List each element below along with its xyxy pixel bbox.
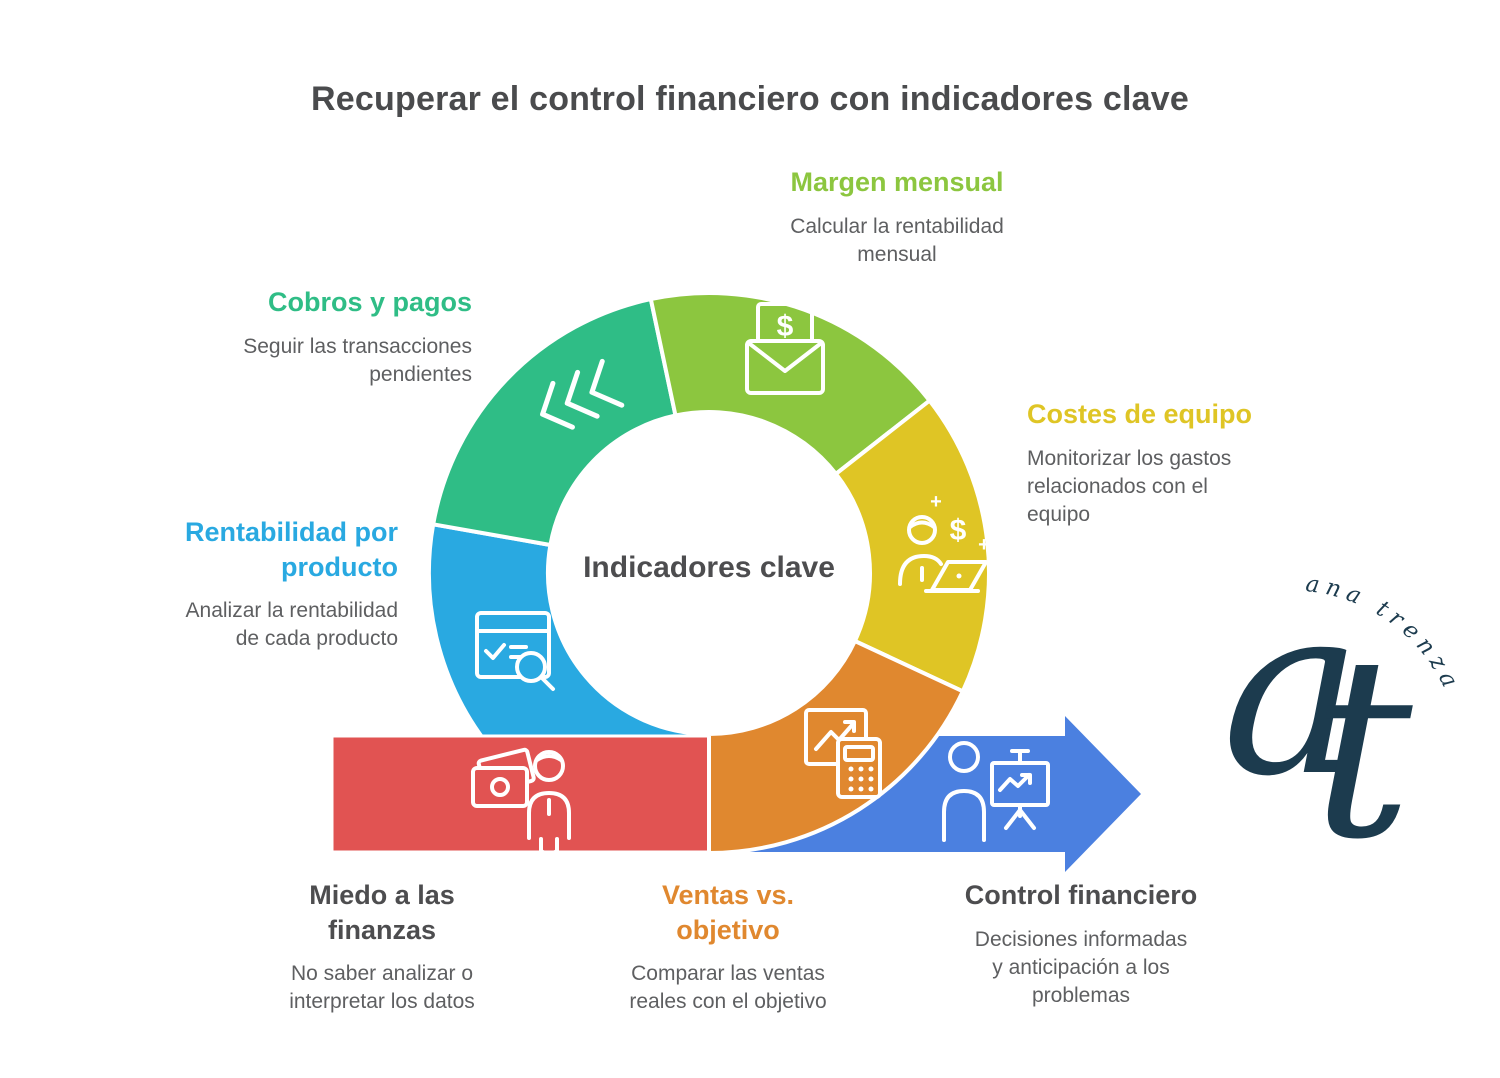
chart-calculator-icon <box>804 708 882 799</box>
callout-description: Seguir las transacciones pendientes <box>243 334 472 386</box>
callout-description: Decisiones informadas y anticipación a l… <box>974 927 1188 1008</box>
callout-rentabilidad-por-producto: Rentabilidad por producto Analizar la re… <box>100 515 398 654</box>
page-title: Recuperar el control financiero con indi… <box>311 80 1189 118</box>
callout-heading: Rentabilidad por producto <box>184 517 398 582</box>
person-laptop-icon: $ + + <box>898 491 990 593</box>
callout-heading: Costes de equipo <box>1027 399 1253 429</box>
callout-description: Analizar la rentabilidad de cada product… <box>185 599 398 651</box>
callout-description: Comparar las ventas reales con el objeti… <box>629 962 827 1014</box>
presenter-chart-icon <box>942 741 1050 842</box>
svg-text:$: $ <box>777 310 794 343</box>
segment-cobros <box>430 296 678 548</box>
chevrons-icon <box>540 358 625 430</box>
callout-ventas-vs-objetivo: Ventas vs. objetivo Comparar las ventas … <box>568 878 888 1017</box>
svg-text:$: $ <box>950 514 967 547</box>
logo-letter-t: t <box>1312 603 1413 894</box>
svg-text:+: + <box>930 491 942 513</box>
money-person-icon <box>471 747 571 856</box>
callout-heading: Margen mensual <box>790 167 1004 197</box>
callout-heading: Cobros y pagos <box>267 287 472 317</box>
logo-ana-trenza: a t ana trenza <box>1222 555 1459 894</box>
callout-heading: Control financiero <box>964 880 1198 910</box>
callout-costes-de-equipo: Costes de equipo Monitorizar los gastos … <box>1027 397 1327 530</box>
callout-heading: Miedo a las finanzas <box>309 880 455 945</box>
callout-description: Calcular la rentabilidad mensual <box>790 214 1004 266</box>
envelope-dollar-icon: $ <box>745 302 825 395</box>
callout-heading: Ventas vs. objetivo <box>661 880 795 945</box>
callout-description: No saber analizar o interpretar los dato… <box>289 962 475 1014</box>
logo-letter-a: a <box>1222 555 1362 828</box>
callout-description: Monitorizar los gastos relacionados con … <box>1027 446 1232 527</box>
callout-margen-mensual: Margen mensual Calcular la rentabilidad … <box>640 165 1154 269</box>
callout-cobros-y-pagos: Cobros y pagos Seguir las transacciones … <box>150 285 472 389</box>
segment-costes <box>833 397 991 694</box>
segment-ventas <box>707 638 966 856</box>
svg-text:+: + <box>978 534 990 556</box>
window-search-icon <box>475 611 555 691</box>
center-label: Indicadores clave <box>583 551 835 584</box>
callout-miedo-a-las-finanzas: Miedo a las finanzas No saber analizar o… <box>222 878 542 1017</box>
callout-control-financiero: Control financiero Decisiones informadas… <box>901 878 1261 1011</box>
